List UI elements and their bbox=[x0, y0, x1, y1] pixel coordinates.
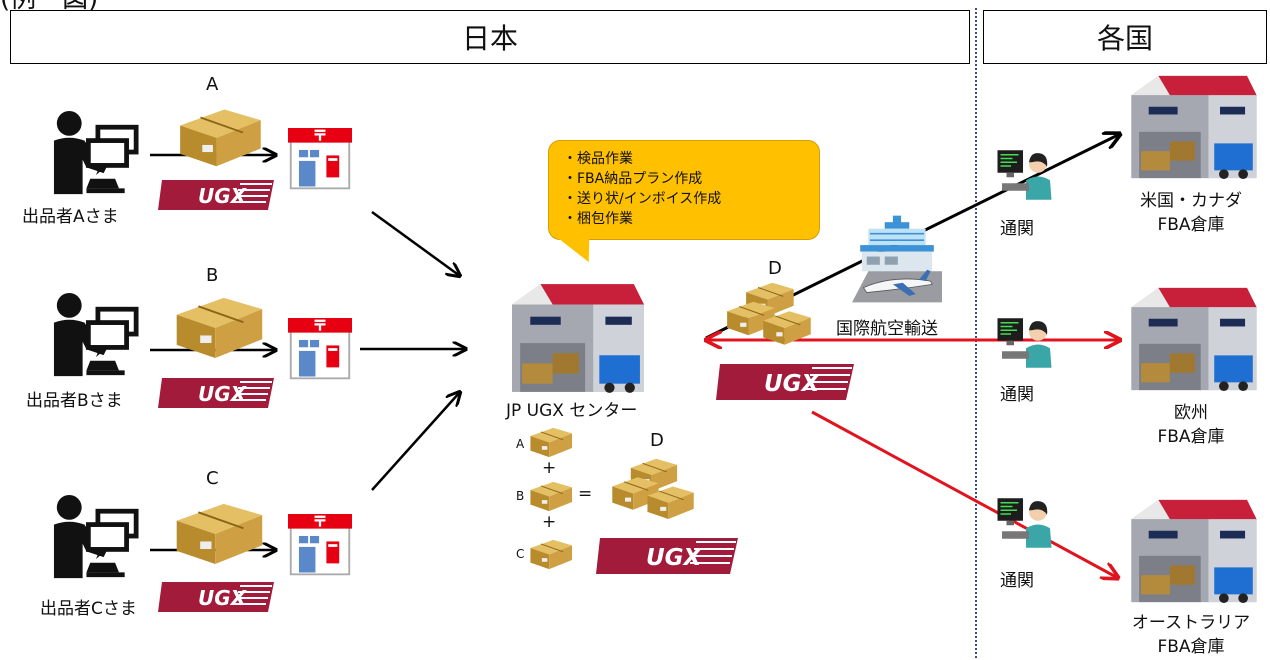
seller-b-name: 出品者Bさま bbox=[26, 391, 123, 411]
svg-text:UGX: UGX bbox=[764, 371, 821, 397]
svg-text:UGX: UGX bbox=[198, 382, 248, 406]
svg-text:UGX: UGX bbox=[198, 586, 248, 610]
ugx-logo-a: UGX bbox=[158, 178, 278, 212]
consolidation-result-letter: D bbox=[650, 430, 664, 451]
region-countries-header: 各国 bbox=[983, 10, 1267, 64]
process-item: ・送り状/インボイス作成 bbox=[563, 191, 722, 207]
consolidation-box-a-icon bbox=[528, 426, 574, 458]
seller-a-box-icon bbox=[174, 106, 266, 168]
dest-usa-warehouse-icon bbox=[1128, 74, 1260, 180]
seller-b-box-icon bbox=[172, 294, 266, 360]
seller-c-person-icon bbox=[48, 494, 144, 580]
seller-c-box-icon bbox=[172, 500, 266, 566]
dest-europe-warehouse-icon bbox=[1128, 286, 1260, 392]
consolidation-plus-2: + bbox=[542, 512, 557, 532]
dest-europe-name: 欧州 bbox=[1174, 403, 1208, 423]
outbound-box-pile-icon bbox=[722, 280, 822, 356]
region-japan-header: 日本 bbox=[10, 10, 970, 64]
customs-operator-icon-1 bbox=[996, 148, 1056, 202]
dest-australia-warehouse-icon bbox=[1128, 498, 1260, 604]
consolidation-label-a: A bbox=[516, 437, 525, 451]
process-item: ・梱包作業 bbox=[563, 211, 633, 227]
customs-operator-icon-2 bbox=[996, 316, 1056, 370]
arrow-post-a-to-center bbox=[371, 210, 460, 276]
process-callout: ・検品作業 ・FBA納品プラン作成 ・送り状/インボイス作成 ・梱包作業 bbox=[548, 140, 820, 240]
seller-c-name: 出品者Cさま bbox=[40, 599, 137, 619]
center-label: JP UGX センター bbox=[506, 401, 638, 421]
consolidation-box-b-icon bbox=[528, 480, 574, 512]
post-office-a-icon bbox=[288, 128, 352, 192]
customs-operator-icon-3 bbox=[996, 496, 1056, 550]
air-transport-label: 国際航空輸送 bbox=[836, 319, 938, 339]
ugx-logo-c: UGX bbox=[158, 580, 278, 614]
region-japan-label: 日本 bbox=[461, 22, 518, 55]
consolidation-equals: = bbox=[578, 484, 593, 504]
outbound-letter: D bbox=[768, 258, 782, 279]
seller-b-person-icon bbox=[48, 292, 144, 378]
dest-australia-name: オーストラリア bbox=[1131, 613, 1251, 633]
consolidation-box-c-icon bbox=[528, 538, 574, 570]
seller-a-name: 出品者Aさま bbox=[22, 207, 119, 227]
seller-c-letter: C bbox=[206, 468, 219, 489]
consolidation-label-b: B bbox=[516, 489, 525, 503]
post-office-b-icon bbox=[288, 318, 352, 382]
customs-label-1: 通関 bbox=[1000, 219, 1034, 239]
svg-text:UGX: UGX bbox=[646, 545, 703, 571]
arrow-post-c-to-center bbox=[371, 392, 460, 491]
dest-australia-sub: FBA倉庫 bbox=[1157, 637, 1225, 657]
seller-a-person-icon bbox=[48, 110, 144, 196]
ugx-logo-consolidated: UGX bbox=[596, 536, 742, 576]
ugx-logo-b: UGX bbox=[158, 376, 278, 410]
airport-icon bbox=[852, 210, 942, 308]
customs-label-2: 通関 bbox=[1000, 385, 1034, 405]
region-countries-label: 各国 bbox=[1096, 22, 1153, 55]
process-item: ・FBA納品プラン作成 bbox=[563, 171, 703, 187]
arrow-to-australia bbox=[811, 410, 1118, 578]
consolidation-plus-1: + bbox=[542, 458, 557, 478]
dest-usa-sub: FBA倉庫 bbox=[1157, 215, 1225, 235]
consolidation-label-c: C bbox=[516, 547, 525, 561]
ugx-logo-outbound: UGX bbox=[716, 362, 858, 402]
post-office-c-icon bbox=[288, 514, 352, 578]
process-item: ・検品作業 bbox=[563, 151, 633, 167]
process-list: ・検品作業 ・FBA納品プラン作成 ・送り状/インボイス作成 ・梱包作業 bbox=[563, 149, 819, 229]
seller-b-letter: B bbox=[206, 265, 219, 286]
customs-label-3: 通関 bbox=[1000, 571, 1034, 591]
center-warehouse-icon bbox=[512, 282, 644, 394]
seller-a-letter: A bbox=[206, 74, 219, 95]
consolidated-box-pile-icon bbox=[606, 456, 706, 530]
svg-text:UGX: UGX bbox=[198, 184, 248, 208]
dest-usa-name: 米国・カナダ bbox=[1140, 191, 1242, 211]
dest-europe-sub: FBA倉庫 bbox=[1157, 427, 1225, 447]
